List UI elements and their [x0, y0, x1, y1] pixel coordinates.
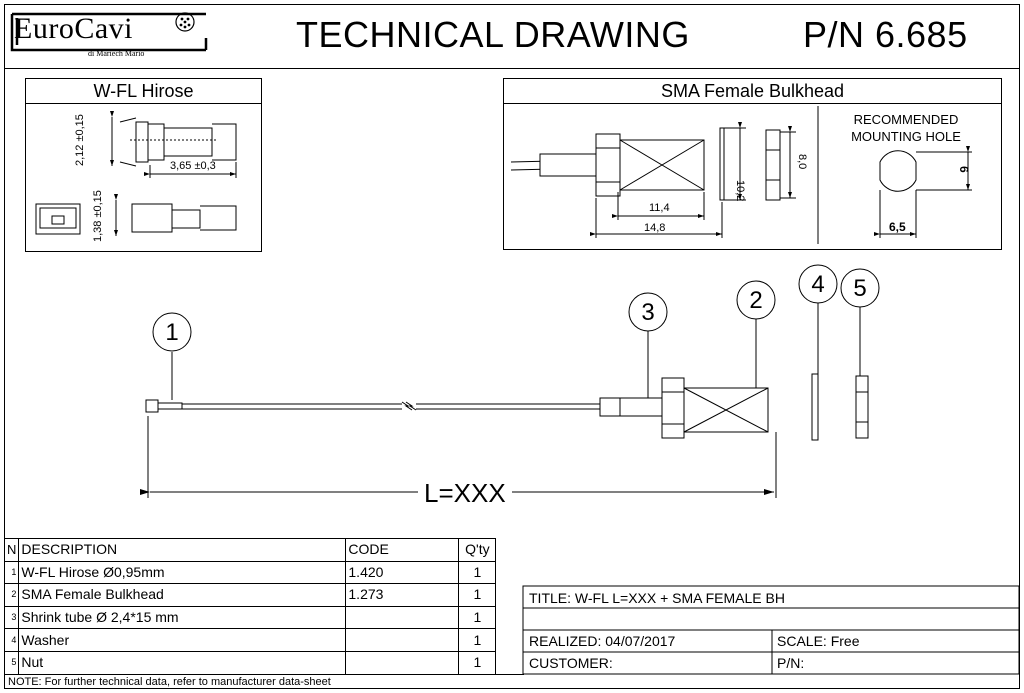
wfl-side-view [35, 194, 237, 236]
footer-divider [4, 674, 524, 675]
footer-note: NOTE: For further technical data, refer … [8, 676, 331, 688]
dim-sma-nut-dia: 8,0 [796, 154, 808, 170]
table-row: 4 Washer 1 [3, 628, 497, 652]
bom-header-code: CODE [345, 538, 460, 562]
balloon-1: 1 [165, 319, 179, 346]
bom-cell-n: 3 [3, 605, 20, 630]
bom-cell-qty: 1 [458, 560, 497, 585]
nut [855, 375, 869, 439]
bom-cell-description: Nut [18, 650, 347, 675]
bom-cell-code: 1.273 [345, 583, 460, 607]
bom-cell-qty: 1 [458, 605, 497, 630]
coax-cable [182, 401, 600, 411]
bom-cell-n: 4 [3, 628, 20, 652]
balloon-leaders [171, 302, 861, 400]
length-label: L=XXX [424, 478, 506, 508]
part-number: P/N 6.685 [803, 14, 968, 55]
bom-header-row: N DESCRIPTION CODE Q'ty [3, 538, 497, 562]
bom-cell-qty: 1 [458, 650, 497, 675]
dim-sma-total-length: 14,8 [644, 222, 666, 234]
drawing-frame [4, 4, 1020, 689]
recommended-line1: RECOMMENDED [853, 112, 959, 127]
title-block-customer: CUSTOMER: [529, 655, 613, 671]
balloon-5: 5 [853, 275, 867, 302]
table-row: 1 W-FL Hirose Ø0,95mm 1.420 1 [3, 560, 497, 585]
bom-cell-description: SMA Female Bulkhead [18, 583, 347, 607]
title-block-realized: REALIZED: 04/07/2017 [529, 633, 676, 649]
title-block-title: TITLE: W-FL L=XXX + SMA FEMALE BH [529, 590, 785, 606]
logo-subtitle: di Mariech Mario [88, 49, 145, 58]
bom-cell-qty: 1 [458, 628, 497, 652]
bom-cell-description: W-FL Hirose Ø0,95mm [18, 560, 347, 585]
balloon-3: 3 [641, 299, 655, 326]
logo-text: EuroCavi [14, 12, 133, 45]
bom-cell-description: Shrink tube Ø 2,4*15 mm [18, 605, 347, 630]
dim-wfl-thickness: 1,38 ±0,15 [92, 190, 104, 242]
sma-bulkhead-body [661, 377, 769, 439]
length-dimension [140, 416, 777, 498]
bom-cell-n: 2 [3, 583, 20, 607]
bom-cell-n: 5 [3, 650, 20, 675]
dim-wfl-height: 2,12 ±0,15 [74, 114, 86, 166]
sma-side-view [510, 122, 796, 238]
wfl-connector [145, 399, 183, 413]
table-row: 3 Shrink tube Ø 2,4*15 mm 1 [3, 605, 497, 630]
bom-cell-description: Washer [18, 628, 347, 652]
sma-panel-title: SMA Female Bulkhead [504, 79, 1001, 104]
table-row: 2 SMA Female Bulkhead 1.273 1 [3, 583, 497, 607]
header-divider [4, 68, 1020, 69]
page-title: TECHNICAL DRAWING [296, 14, 690, 55]
bom-cell-n: 1 [3, 560, 20, 585]
bom-cell-code: 1.420 [345, 560, 460, 585]
balloon-circles [152, 264, 880, 352]
bom-cell-code [345, 628, 460, 652]
recommended-note: RECOMMENDED MOUNTING HOLE [826, 111, 986, 145]
bom-header-description: DESCRIPTION [18, 538, 347, 562]
bom-cell-code [345, 605, 460, 630]
washer [811, 373, 819, 441]
dim-hole-width: 6,5 [889, 220, 906, 234]
wfl-top-view [110, 111, 237, 178]
balloon-4: 4 [811, 271, 825, 298]
bom-header-qty: Q'ty [458, 538, 497, 562]
wfl-panel-title: W-FL Hirose [26, 79, 261, 104]
recommended-line2: MOUNTING HOLE [851, 129, 961, 144]
balloon-2: 2 [749, 287, 763, 314]
shrink-tube [599, 397, 663, 417]
mounting-hole [874, 146, 972, 238]
dim-sma-body-length: 11,4 [649, 202, 670, 214]
bill-of-materials: N DESCRIPTION CODE Q'ty 1 W-FL Hirose Ø0… [3, 538, 497, 675]
bom-cell-qty: 1 [458, 583, 497, 607]
bom-cell-code [345, 650, 460, 675]
dim-wfl-length: 3,65 ±0,3 [170, 160, 216, 172]
table-row: 5 Nut 1 [3, 650, 497, 675]
title-block-scale: SCALE: Free [777, 633, 860, 649]
title-block-frame [522, 585, 1020, 675]
title-block-pn: P/N: [777, 655, 805, 671]
dim-hole-height: 6 [957, 166, 971, 173]
bom-header-n: N [3, 538, 20, 562]
dim-sma-washer-dia: 10,2 [734, 180, 746, 202]
